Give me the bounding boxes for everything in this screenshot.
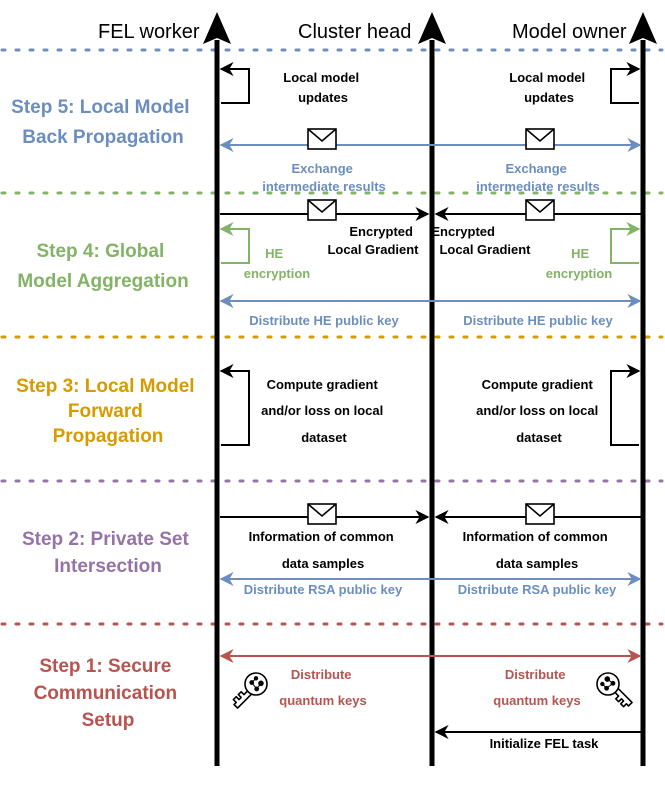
label-compute-left: Compute gradient and/or loss on local da… [261, 377, 387, 445]
lifeline-fel-worker-arrowhead [203, 12, 231, 44]
quantum-key-icon [232, 672, 268, 709]
label-rsa-public-key-right: Distribute RSA public key [458, 582, 617, 597]
actor-model-owner: Model owner [512, 21, 627, 43]
step3-title: Step 3: Local Model Forward Propagation [16, 376, 200, 447]
actor-fel-worker: FEL worker [98, 21, 200, 43]
label-info-left: Information of common data samples [249, 529, 398, 571]
self-loop-local-update-left [219, 62, 250, 104]
label-encrypted-gradient-left: Encrypted Local Gradient [327, 224, 419, 257]
label-info-right: Information of common data samples [463, 529, 612, 571]
self-loop-compute-right [610, 364, 641, 446]
label-exchange-right: Exchange intermediate results [476, 161, 600, 194]
label-encrypted-gradient-right: Encrypted Local Gradient [431, 224, 531, 257]
label-local-update-right: Local model updates [509, 70, 588, 105]
step4-title: Step 4: Global Model Aggregation [17, 241, 188, 292]
label-local-update-left: Local model updates [283, 70, 362, 105]
label-he-public-key-left: Distribute HE public key [249, 313, 399, 328]
step1-title: Step 1: Secure Communication Setup [34, 656, 183, 731]
step2-title: Step 2: Private Set Intersection [22, 529, 194, 577]
self-loop-local-update-right [610, 62, 641, 104]
lifeline-cluster-head-arrowhead [418, 12, 446, 44]
self-loop-compute-left [219, 364, 250, 446]
self-loop-he-encryption-left [219, 222, 250, 264]
label-initialize-task: Initialize FEL task [490, 736, 600, 751]
envelope-icon [307, 128, 337, 150]
step5-title: Step 5: Local Model Back Propagation [11, 97, 195, 148]
lifeline-model-owner-arrowhead [629, 12, 657, 44]
label-he-public-key-right: Distribute HE public key [463, 313, 613, 328]
label-exchange-left: Exchange intermediate results [262, 161, 386, 194]
envelope-icon [525, 199, 555, 221]
envelope-icon [525, 128, 555, 150]
envelope-icon [307, 503, 337, 525]
label-he-encryption-right: HE encryption [546, 246, 613, 281]
label-he-encryption-left: HE encryption [244, 246, 311, 281]
label-quantum-keys-right: Distribute quantum keys [493, 667, 580, 708]
envelope-icon [525, 503, 555, 525]
quantum-key-icon [596, 672, 633, 708]
label-rsa-public-key-left: Distribute RSA public key [244, 582, 403, 597]
label-compute-right: Compute gradient and/or loss on local da… [476, 377, 602, 445]
actor-cluster-head: Cluster head [298, 21, 411, 43]
envelope-icon [307, 199, 337, 221]
self-loop-he-encryption-right [610, 222, 641, 264]
label-quantum-keys-left: Distribute quantum keys [279, 667, 366, 708]
